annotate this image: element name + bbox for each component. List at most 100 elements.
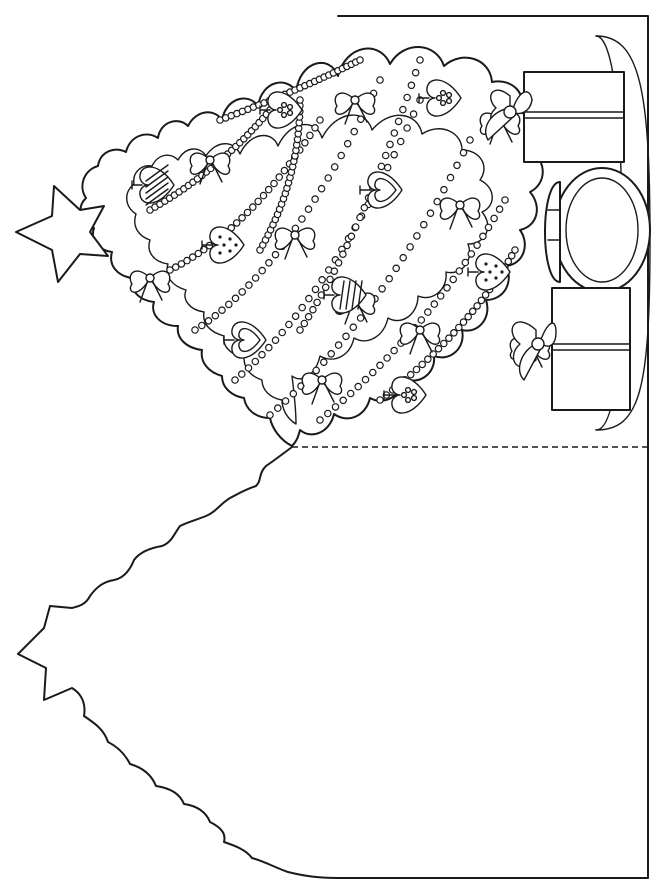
bead — [468, 307, 477, 316]
bead — [381, 151, 390, 160]
bead — [331, 403, 340, 411]
bead — [300, 319, 309, 328]
bead — [258, 266, 267, 275]
bead — [251, 357, 260, 366]
bow-icon — [129, 270, 171, 303]
heart-ornament-icon — [259, 91, 303, 129]
bead — [440, 185, 448, 194]
heart-ornament-icon — [323, 276, 367, 314]
bead — [232, 219, 241, 227]
bead — [426, 209, 435, 218]
bead — [231, 376, 239, 384]
bead — [511, 246, 519, 254]
bead — [271, 336, 280, 345]
bead — [445, 334, 453, 343]
bead — [280, 166, 289, 175]
bead — [281, 397, 290, 405]
bead — [376, 396, 384, 404]
bow-icon — [439, 197, 481, 230]
bow-icon — [334, 92, 376, 125]
bead — [264, 343, 273, 352]
bead — [461, 258, 470, 267]
heart-ornament-icon — [223, 321, 267, 359]
bead — [477, 296, 486, 305]
bead — [360, 203, 369, 212]
bead — [433, 197, 442, 206]
bead — [264, 185, 273, 194]
bead — [481, 291, 490, 299]
bead — [484, 223, 493, 232]
bead — [376, 76, 384, 84]
bead — [417, 316, 426, 324]
bead — [406, 243, 414, 251]
bead — [296, 96, 304, 104]
bow-icon — [301, 372, 343, 405]
bead — [356, 213, 364, 222]
bead — [251, 274, 260, 282]
bead — [304, 205, 313, 214]
bead — [275, 173, 284, 181]
bead — [434, 344, 443, 353]
heart-ornament-icon — [131, 164, 175, 206]
bead — [423, 355, 432, 364]
bead — [343, 139, 352, 148]
bead — [243, 208, 252, 217]
bead — [188, 253, 197, 261]
bead — [327, 349, 336, 358]
bead — [305, 294, 313, 303]
bead — [191, 326, 199, 334]
bead — [316, 116, 324, 124]
bead — [439, 339, 448, 348]
bead — [323, 409, 332, 418]
bead — [376, 361, 384, 370]
bead — [464, 312, 473, 321]
bead — [316, 416, 324, 424]
bead — [467, 250, 476, 258]
bead-garland — [316, 196, 509, 424]
bead — [429, 350, 438, 358]
bead — [289, 389, 298, 398]
bead — [446, 173, 455, 182]
bead — [409, 110, 418, 118]
bead — [273, 404, 282, 412]
bead — [330, 267, 339, 276]
bead — [330, 163, 339, 171]
bead — [339, 396, 348, 405]
bead — [504, 257, 513, 266]
bead — [311, 285, 320, 294]
blank-tree-outline — [17, 446, 339, 879]
bead — [321, 283, 330, 292]
bead — [266, 411, 274, 419]
bead — [218, 306, 226, 315]
bead — [301, 139, 309, 147]
bead — [459, 318, 468, 326]
bead — [449, 275, 458, 284]
bead — [390, 150, 399, 159]
bead — [285, 320, 293, 329]
bead — [312, 366, 321, 375]
bead — [473, 302, 481, 310]
heart-ornament-icon — [201, 226, 245, 264]
bead — [399, 253, 408, 262]
bead — [346, 389, 355, 398]
bead — [411, 68, 420, 77]
bead — [386, 140, 394, 149]
bead — [225, 300, 233, 309]
bead — [204, 316, 213, 325]
bead — [351, 223, 360, 231]
bead — [258, 350, 266, 359]
bead — [416, 56, 424, 64]
bead — [390, 346, 398, 355]
bead — [347, 232, 356, 241]
bead — [454, 323, 463, 332]
bead — [390, 129, 399, 137]
bead — [507, 251, 516, 260]
bead — [501, 196, 509, 204]
bead — [430, 300, 439, 308]
bead — [339, 250, 347, 259]
bead — [265, 258, 273, 267]
bead — [383, 354, 391, 362]
bead — [298, 215, 306, 223]
bead — [254, 197, 263, 206]
bead — [396, 137, 405, 146]
